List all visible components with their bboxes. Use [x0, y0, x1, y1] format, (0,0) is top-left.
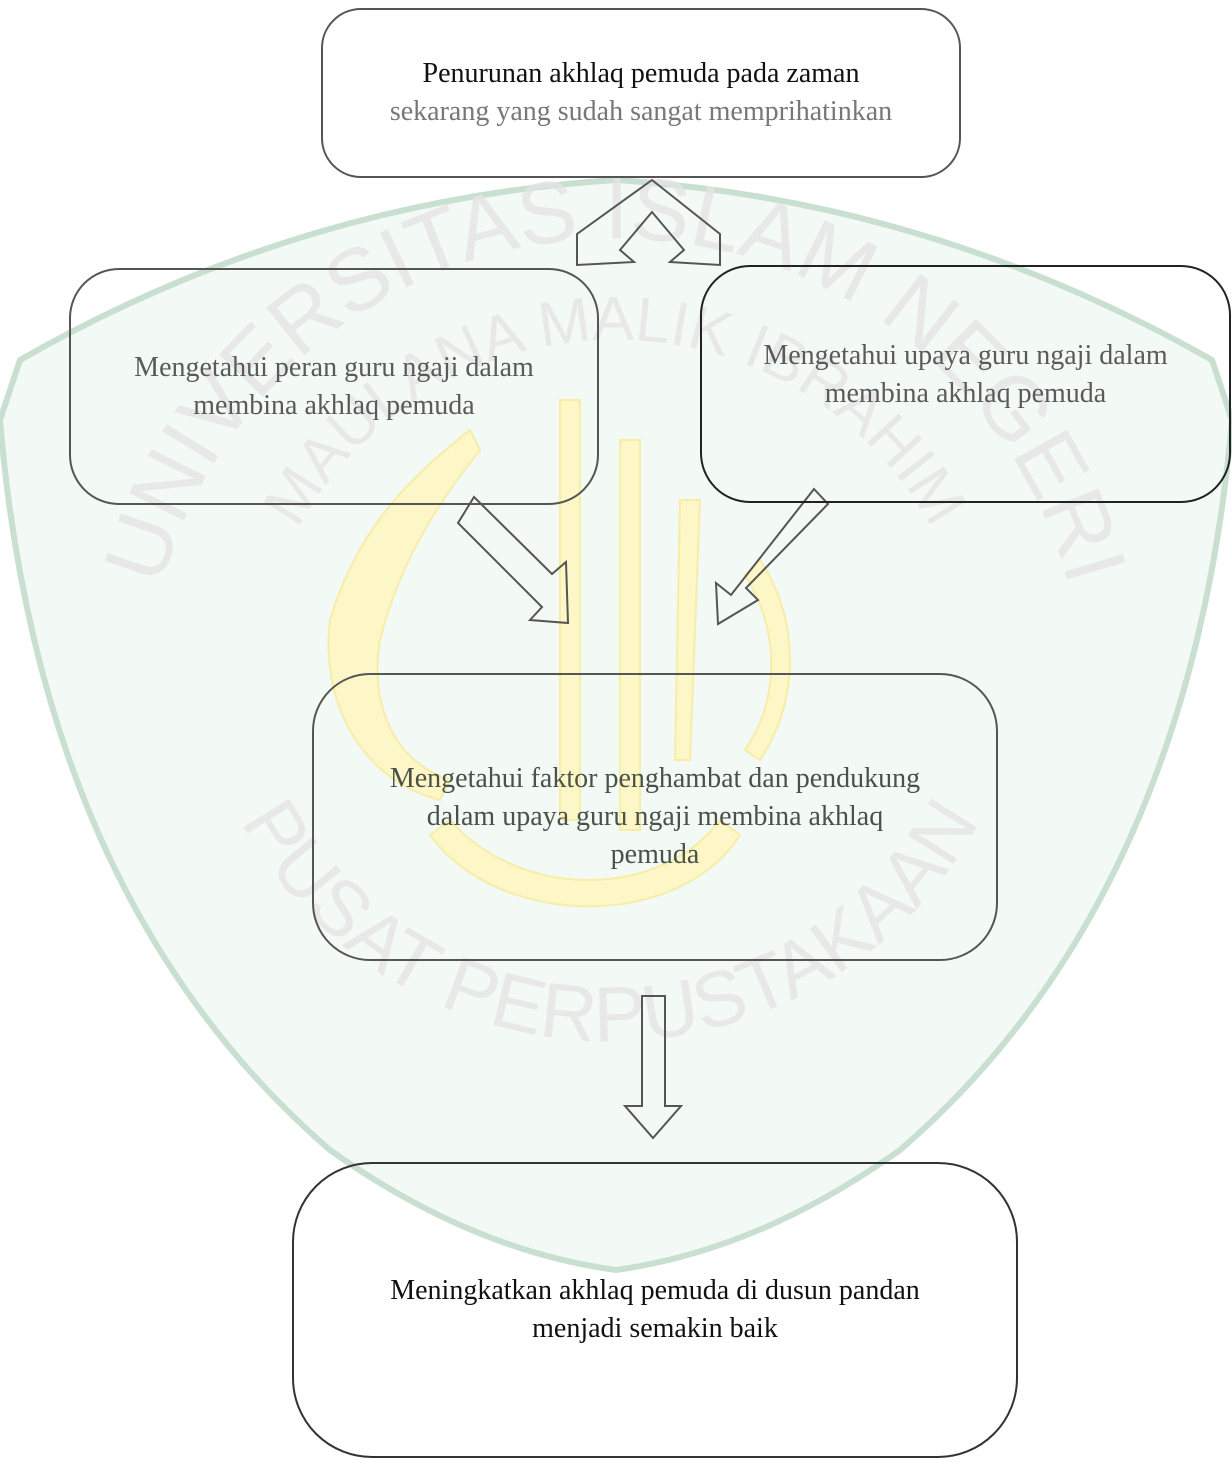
effort-box: Mengetahui upaya guru ngaji dalam membin…: [700, 265, 1231, 503]
role-line-1: Mengetahui peran guru ngaji dalam: [134, 351, 534, 383]
problem-line-2: sekarang yang sudah sangat memprihatinka…: [389, 96, 893, 127]
factors-line-1: Mengetahui faktor penghambat dan penduku…: [389, 763, 921, 794]
problem-line-1: Penurunan akhlaq pemuda pada zaman: [422, 58, 860, 89]
effort-line-2: membina akhlaq pemuda: [824, 378, 1107, 409]
factors-line-3: pemuda: [610, 839, 700, 870]
role-box: Mengetahui peran guru ngaji dalam membin…: [69, 268, 599, 505]
split-arrow-icon: [576, 178, 721, 267]
factors-line-2: dalam upaya guru ngaji membina akhlaq: [426, 801, 884, 832]
middle-to-bottom-arrow-icon: [622, 995, 684, 1140]
effort-line-1: Mengetahui upaya guru ngaji dalam: [763, 340, 1168, 371]
right-to-middle-arrow-icon: [714, 487, 830, 626]
problem-box: Penurunan akhlaq pemuda pada zaman sekar…: [321, 8, 961, 178]
left-to-middle-arrow-icon: [456, 495, 570, 625]
outcome-line-1: Meningkatkan akhlaq pemuda di dusun pand…: [390, 1275, 920, 1306]
role-line-2: membina akhlaq pemuda: [193, 389, 475, 421]
factors-box: Mengetahui faktor penghambat dan penduku…: [312, 673, 998, 961]
outcome-box: Meningkatkan akhlaq pemuda di dusun pand…: [292, 1162, 1018, 1458]
outcome-line-2: menjadi semakin baik: [532, 1313, 778, 1344]
